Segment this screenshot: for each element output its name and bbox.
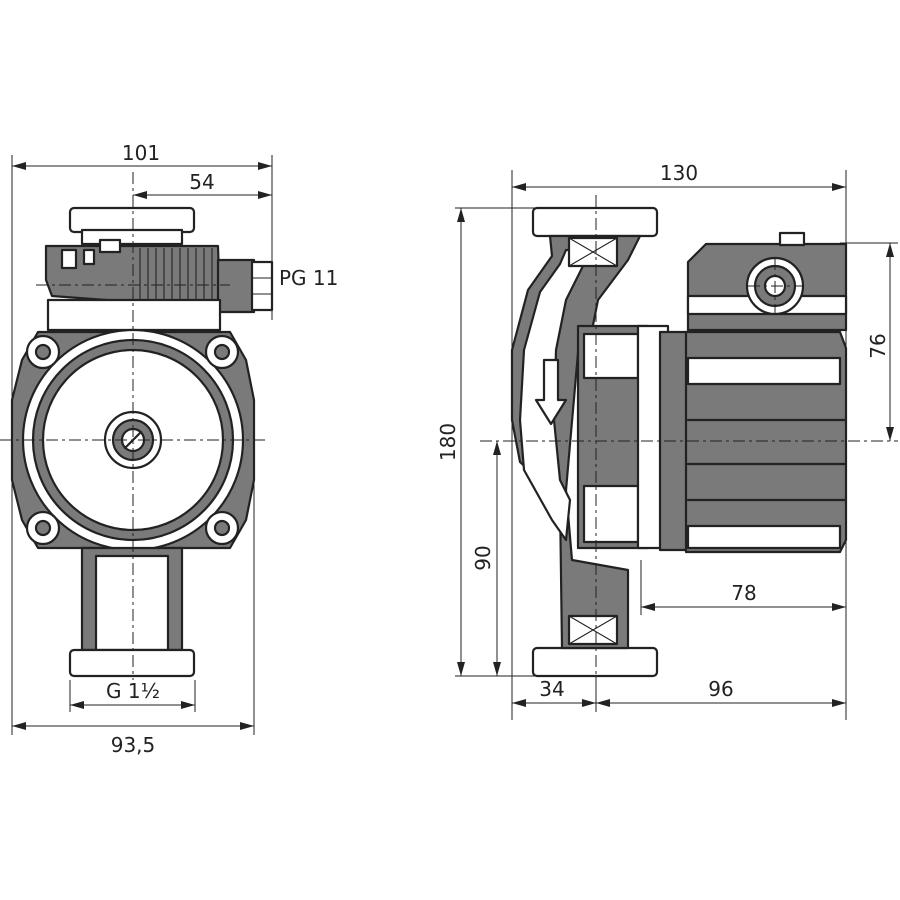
dim-motor-span: 96 — [708, 677, 733, 701]
cable-gland — [216, 258, 256, 314]
side-view: 130 180 76 90 78 34 96 — [436, 161, 898, 720]
dim-overall-width: 101 — [122, 141, 160, 165]
dim-half-height: 90 — [471, 545, 495, 570]
cable-gland-label: PG 11 — [279, 266, 338, 290]
inlet-flange — [531, 206, 659, 238]
bottom-flange — [68, 648, 196, 678]
dim-to-center: 54 — [189, 170, 214, 194]
dim-flange-offset: 34 — [539, 677, 564, 701]
dim-height: 180 — [436, 423, 460, 461]
flow-arrow-icon — [534, 358, 568, 426]
dim-motor-length: 78 — [731, 581, 756, 605]
top-flange — [68, 206, 196, 234]
dim-bottom-width: 93,5 — [111, 733, 156, 757]
front-view: 101 54 PG 11 G 1½ 93,5 — [0, 141, 338, 757]
dim-motor-height: 76 — [866, 333, 890, 358]
dim-length: 130 — [660, 161, 698, 185]
motor — [684, 330, 848, 554]
dim-connection: G 1½ — [106, 679, 160, 703]
outlet-flange — [531, 646, 659, 678]
